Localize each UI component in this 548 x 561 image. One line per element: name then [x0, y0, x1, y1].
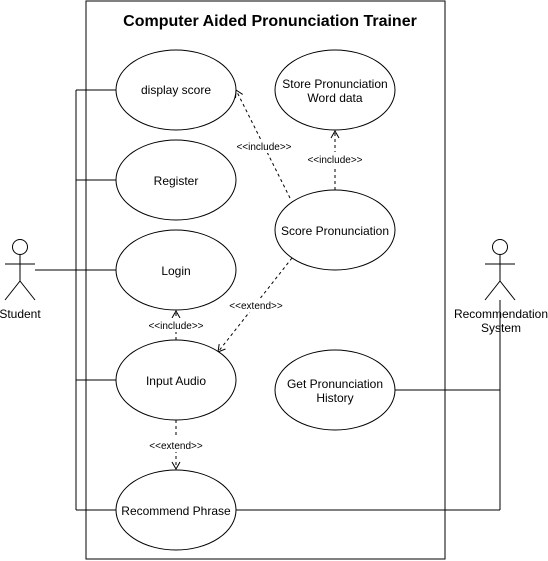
use-case-label: Login — [161, 264, 190, 278]
extend-arrow-score-input — [217, 257, 293, 353]
use-case-login: Login — [115, 229, 237, 311]
use-case-get-history: Get Pronunciation History — [274, 349, 396, 431]
recommendation-actor-head — [492, 239, 508, 255]
extend-label-score-input: <<extend>> — [229, 301, 283, 312]
system-title: Computer Aided Pronunciation Trainer — [123, 13, 417, 30]
student-actor-label: Student — [0, 307, 41, 321]
student-actor-head — [12, 239, 28, 255]
use-case-display-score: display score — [115, 49, 237, 131]
use-case-label-line2: Word data — [307, 91, 362, 105]
use-case-label-line1: Get Pronunciation — [287, 377, 383, 391]
recommendation-actor-label-line2: System — [481, 321, 521, 335]
student-actor — [4, 239, 36, 301]
use-case-register: Register — [115, 139, 237, 221]
use-case-label: Recommend Phrase — [121, 504, 231, 518]
extend-label-input-recommend: <<extend>> — [149, 441, 203, 452]
system-boundary — [85, 0, 446, 560]
use-case-recommend-phrase: Recommend Phrase — [115, 469, 237, 551]
recommendation-associations — [235, 300, 501, 511]
recommendation-actor-label-line1: Recommendation — [454, 307, 548, 321]
use-case-input-audio: Input Audio — [115, 339, 237, 421]
use-case-label-line1: Store Pronunciation — [282, 77, 387, 91]
use-case-label: Register — [154, 174, 199, 188]
use-case-label: display score — [141, 83, 211, 97]
use-case-label: Input Audio — [146, 374, 206, 388]
include-label-score-store: <<include>> — [307, 155, 362, 166]
use-case-label-line2: History — [316, 391, 353, 405]
recommendation-system-actor — [484, 239, 516, 301]
student-associations — [35, 89, 116, 511]
use-case-score-pronunciation: Score Pronunciation — [274, 189, 396, 271]
use-case-label: Score Pronunciation — [281, 224, 389, 238]
include-label-score-display: <<include>> — [236, 142, 291, 153]
use-case-store-word-data: Store Pronunciation Word data — [274, 49, 396, 131]
include-label-input-login: <<include>> — [148, 321, 203, 332]
